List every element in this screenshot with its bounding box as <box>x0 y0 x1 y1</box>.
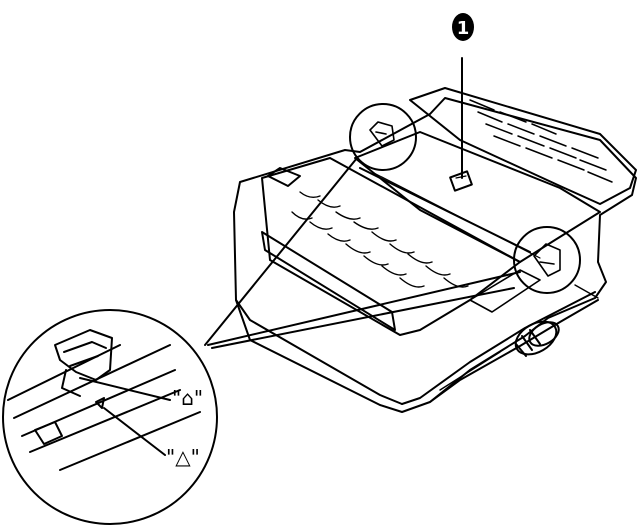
detail-circle <box>2 309 218 525</box>
leader-line <box>211 287 515 349</box>
detail-label-triangle: "△" <box>166 445 200 469</box>
callout-1-label: 1 <box>457 18 470 39</box>
leader-line <box>207 165 363 347</box>
platen-area <box>354 131 601 263</box>
side-wall <box>429 299 599 403</box>
platen-knob <box>514 320 560 357</box>
callout-1: 1 <box>452 13 474 41</box>
left-paper-guide <box>267 167 301 187</box>
magnifier-circle-top <box>349 103 417 171</box>
rear-paper-rest <box>409 87 637 205</box>
leader-line <box>204 157 358 346</box>
arrow-icon <box>95 397 105 409</box>
magnifier-circle-right <box>513 226 581 294</box>
paper-guide-icon <box>54 329 113 381</box>
detail-label-open: "⌂" <box>172 386 203 410</box>
printer-base <box>401 291 596 405</box>
pointer-line <box>79 377 171 401</box>
access-cover <box>261 157 521 336</box>
printer-chassis <box>233 97 637 413</box>
rear-rest-ribs <box>469 99 613 183</box>
paper-guide-icon <box>369 121 395 147</box>
pointer-line <box>103 407 166 456</box>
printer-illustration <box>233 87 637 413</box>
paper-guide-icon <box>533 243 561 277</box>
front-slot <box>261 231 396 331</box>
printer-front-edge <box>235 299 403 405</box>
paper-sensor-tab <box>449 170 473 192</box>
leader-line <box>207 271 521 346</box>
detail-contents <box>7 329 201 471</box>
